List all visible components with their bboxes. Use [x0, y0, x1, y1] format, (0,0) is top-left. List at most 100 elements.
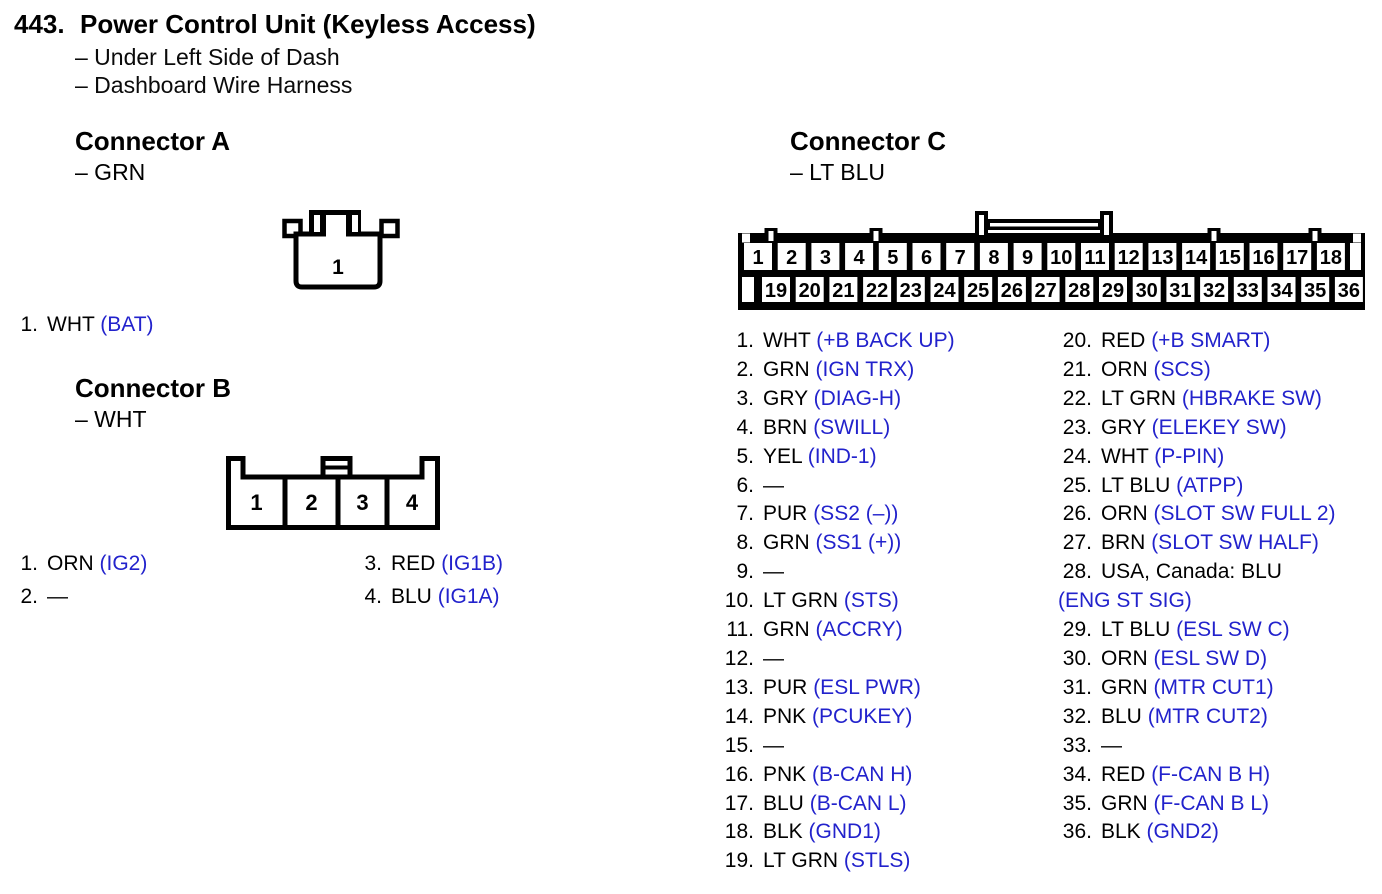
pin-row: 1.ORN (IG2) — [18, 547, 147, 580]
pin-number: 17. — [724, 791, 754, 815]
connector-c-color-note: – LT BLU — [790, 159, 886, 185]
connector-c-cavity — [1132, 277, 1161, 302]
pin-row: 32.BLU (MTR CUT2) — [1058, 703, 1336, 732]
pin-row: 20.RED (+B SMART) — [1058, 327, 1336, 356]
pin-number: 1. — [20, 552, 38, 575]
pin-row: 21.ORN (SCS) — [1058, 356, 1336, 385]
connector-c-cavity — [997, 277, 1026, 302]
pin-row: 15.— — [720, 732, 955, 761]
wire-color: LT BLU — [1101, 473, 1171, 497]
pin-desc: — — [47, 585, 68, 608]
connector-c-cavity-label: 14 — [1185, 247, 1208, 269]
pin-row: 29.LT BLU (ESL SW C) — [1058, 616, 1336, 645]
signal-name: (ELEKEY SW) — [1151, 415, 1287, 439]
wire-color: GRN — [1101, 791, 1148, 815]
wire-color: GRN — [763, 357, 810, 381]
pin-number: 18. — [724, 820, 754, 844]
pin-row: 28.USA, Canada: BLU (ENG ST SIG) — [1058, 558, 1336, 616]
signal-name: (B-CAN L) — [809, 791, 907, 815]
connector-c-cavity — [930, 277, 959, 302]
pin-number: 2. — [736, 357, 754, 381]
connector-c-cavity — [1182, 243, 1211, 270]
connector-c-cavity-label: 24 — [933, 280, 956, 302]
pin-number: 33. — [1062, 733, 1092, 757]
wire-color: ORN — [1101, 502, 1148, 526]
pin-desc: BLU (MTR CUT2) — [1101, 705, 1268, 728]
pin-desc: RED (F-CAN B H) — [1101, 763, 1270, 786]
pin-desc: GRN (SS1 (+)) — [763, 531, 901, 554]
wire-color: RED — [1101, 329, 1146, 352]
connector-c-cavity — [1114, 243, 1143, 270]
pin-row: 23.GRY (ELEKEY SW) — [1058, 414, 1336, 443]
connector-c-cavity — [1249, 243, 1278, 270]
connector-c-pin-list-right: 20.RED (+B SMART) 21.ORN (SCS) 22.LT GRN… — [1058, 327, 1336, 847]
connector-c-cavity-label: 33 — [1237, 280, 1259, 302]
pin-number: 36. — [1062, 820, 1092, 844]
pin-row: 11.GRN (ACCRY) — [720, 616, 955, 645]
pin-desc: WHT (+B BACK UP) — [763, 329, 955, 352]
pin-row: 22.LT GRN (HBRAKE SW) — [1058, 385, 1336, 414]
wire-color: BLK — [763, 820, 803, 844]
pin-desc: GRY (DIAG-H) — [763, 387, 901, 410]
pin-desc: PUR (SS2 (–)) — [763, 502, 898, 525]
connector-c-cavity-label: 23 — [900, 280, 922, 302]
connector-c-cavity — [777, 243, 806, 270]
connector-c-cavity — [1065, 277, 1094, 302]
wire-color: RED — [1101, 762, 1146, 786]
pin-row: 2. GRN (IGN TRX) — [720, 356, 955, 385]
connector-c-cavity-label: 16 — [1252, 247, 1274, 269]
connector-c-cavity-label: 10 — [1050, 247, 1072, 269]
pin-desc: USA, Canada: BLU (ENG ST SIG) — [1058, 560, 1336, 616]
connector-c-cavity — [1047, 243, 1076, 270]
pin-row: 7.PUR (SS2 (–)) — [720, 500, 955, 529]
connector-c-title: Connector C — [790, 126, 946, 156]
signal-name: (SWILL) — [813, 415, 891, 439]
signal-name: (IND-1) — [807, 444, 877, 468]
connector-c-cavity — [1283, 243, 1312, 270]
connector-c-cavity-label: 11 — [1084, 247, 1105, 269]
connector-c-cavity-label: 3 — [820, 247, 831, 269]
signal-name: (B-CAN H) — [812, 762, 913, 786]
pin-row: 13.PUR (ESL PWR) — [720, 674, 955, 703]
pin-row: 4.BLU (IG1A) — [362, 580, 503, 613]
wire-color: LT GRN — [1101, 386, 1177, 410]
wire-color: PUR — [763, 675, 808, 699]
pin-row: 19.LT GRN (STLS) — [720, 847, 955, 876]
connector-c-cavity-label: 25 — [967, 280, 989, 302]
signal-name: (IGN TRX) — [815, 357, 915, 381]
pin-row: 5.YEL (IND-1) — [720, 443, 955, 472]
connector-c-cavity — [946, 243, 975, 270]
connector-c-cavity — [1334, 277, 1363, 302]
connector-c-cavity-label: 19 — [765, 280, 787, 302]
pin-number: 29. — [1062, 618, 1092, 642]
wire-color: YEL — [763, 444, 802, 468]
signal-name: (IG2) — [99, 552, 148, 575]
signal-name: (SLOT SW HALF) — [1151, 531, 1319, 555]
pin-desc: RED (IG1B) — [391, 552, 503, 575]
connector-c-cavity-label: 17 — [1286, 247, 1308, 269]
connector-c-cavity-label: 5 — [887, 247, 898, 269]
pin-desc: — — [763, 560, 784, 583]
pin-desc: LT GRN (HBRAKE SW) — [1101, 387, 1322, 410]
connector-c-cavity — [964, 277, 993, 302]
pin-row: 16.PNK (B-CAN H) — [720, 761, 955, 790]
connector-c-cavity-label: 29 — [1102, 280, 1124, 302]
connector-c-cavity-label: 30 — [1136, 280, 1158, 302]
wire-color: BLK — [1101, 820, 1141, 844]
connector-b-pin-3-label: 3 — [356, 490, 368, 515]
pin-row: 34.RED (F-CAN B H) — [1058, 761, 1336, 790]
pin-number: 30. — [1062, 646, 1092, 670]
pin-desc: LT BLU (ATPP) — [1101, 474, 1243, 497]
connector-c-cavity-label: 1 — [752, 247, 763, 269]
pin-row: 4.BRN (SWILL) — [720, 414, 955, 443]
wire-color: — — [763, 646, 784, 670]
connector-b-diagram: 1 2 3 4 — [224, 452, 442, 535]
pin-number: 28. — [1062, 560, 1092, 584]
signal-name: (SS2 (–)) — [813, 502, 899, 526]
pin-row: 10.LT GRN (STS) — [720, 587, 955, 616]
signal-name: (MTR CUT1) — [1153, 675, 1274, 699]
pin-desc: — — [763, 474, 784, 497]
signal-name: (GND2) — [1146, 820, 1219, 844]
pin-row: 1.WHT (BAT) — [18, 310, 153, 339]
signal-name: (SS1 (+)) — [815, 531, 902, 555]
